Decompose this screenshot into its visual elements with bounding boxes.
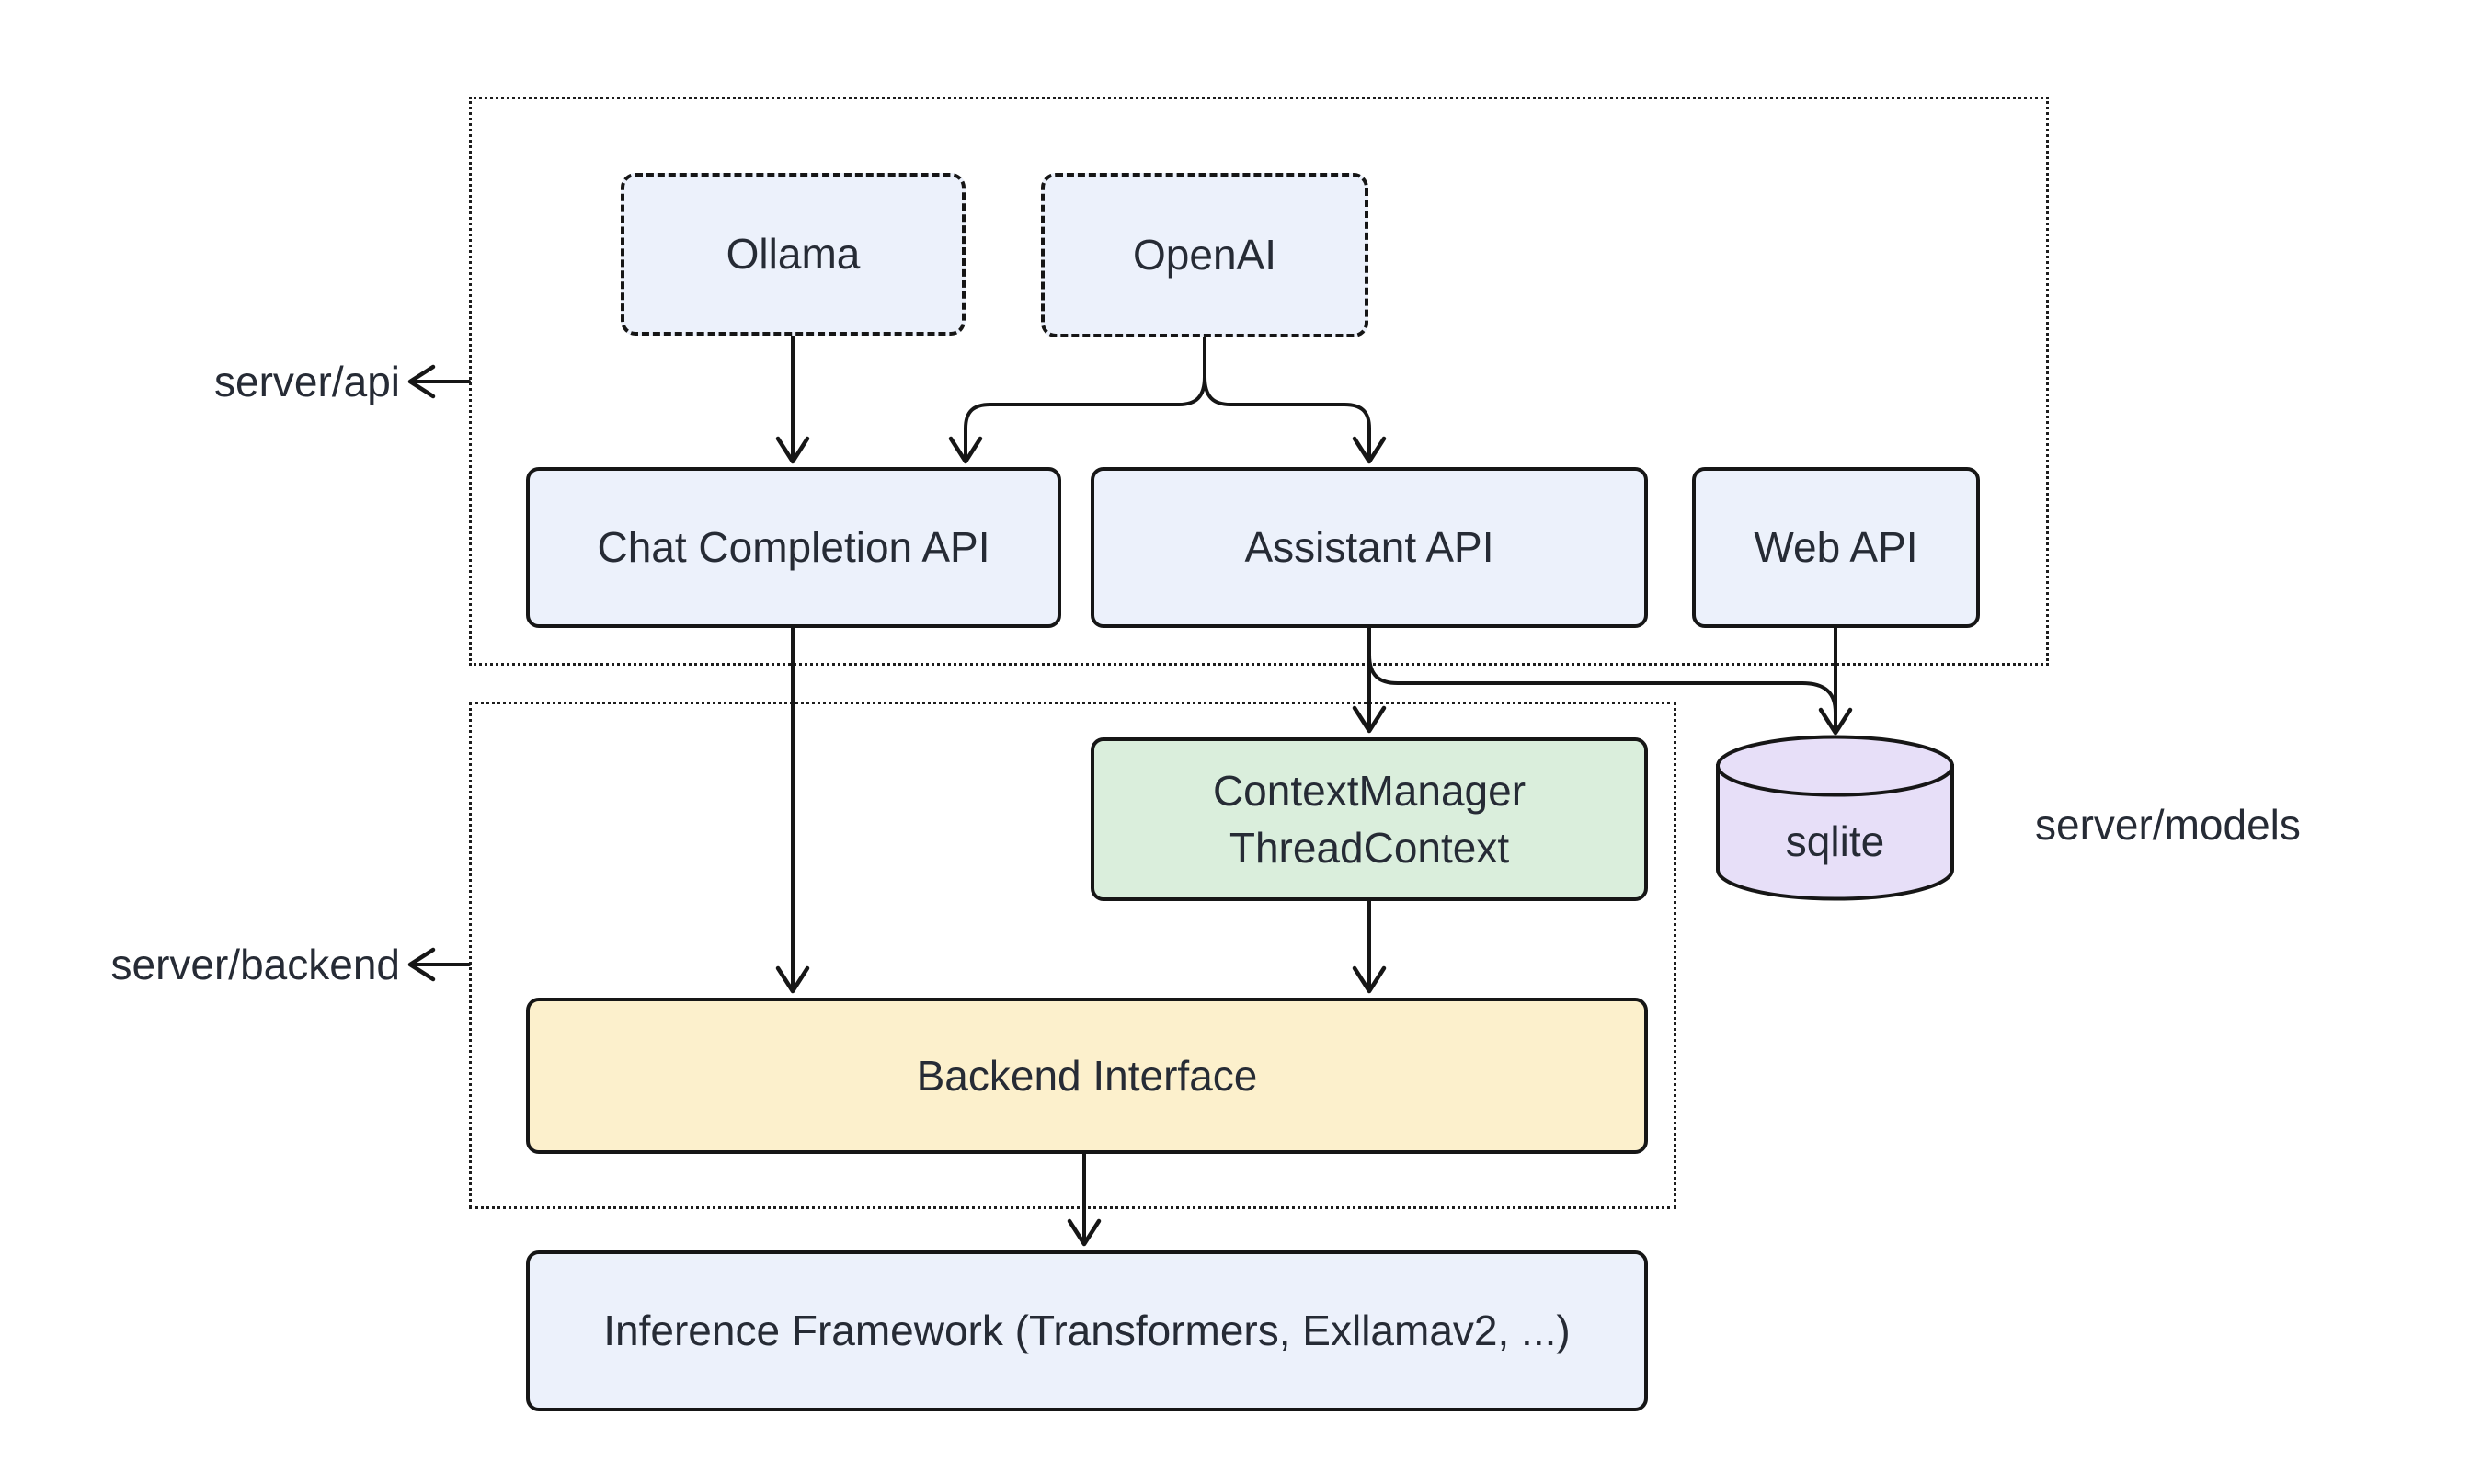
node-backend-interface-label: Backend Interface — [916, 1051, 1258, 1100]
node-inference-framework-label: Inference Framework (Transformers, Exlla… — [603, 1307, 1571, 1355]
node-openai: OpenAI — [1041, 173, 1368, 337]
node-ollama-label: Ollama — [726, 230, 861, 279]
node-context-manager-label: ContextManager ThreadContext — [1213, 762, 1526, 876]
node-inference-framework: Inference Framework (Transformers, Exlla… — [526, 1250, 1648, 1411]
node-sqlite-label: sqlite — [1785, 817, 1885, 865]
edge-openai-chat — [964, 375, 1206, 462]
node-web-api-label: Web API — [1754, 523, 1918, 572]
node-backend-interface: Backend Interface — [526, 998, 1648, 1154]
edge-openai-assistant — [1203, 375, 1371, 462]
sqlite-cylinder-icon — [1716, 735, 1954, 901]
node-ollama: Ollama — [621, 173, 966, 336]
label-server-api: server/api — [214, 358, 400, 405]
arrowheads — [407, 364, 1853, 1247]
node-assistant-api: Assistant API — [1091, 467, 1648, 628]
context-manager-line2: ThreadContext — [1229, 824, 1510, 872]
node-context-manager: ContextManager ThreadContext — [1091, 737, 1648, 901]
label-server-models: server/models — [2035, 801, 2301, 849]
label-server-backend: server/backend — [110, 941, 401, 988]
group-server-backend — [469, 702, 1676, 1209]
node-openai-label: OpenAI — [1133, 231, 1276, 280]
edge-assistant-sqlite — [1367, 653, 1837, 714]
node-chat-completion-api-label: Chat Completion API — [597, 523, 990, 572]
node-chat-completion-api: Chat Completion API — [526, 467, 1061, 628]
node-web-api: Web API — [1692, 467, 1980, 628]
node-assistant-api-label: Assistant API — [1244, 523, 1494, 572]
context-manager-line1: ContextManager — [1212, 766, 1527, 815]
